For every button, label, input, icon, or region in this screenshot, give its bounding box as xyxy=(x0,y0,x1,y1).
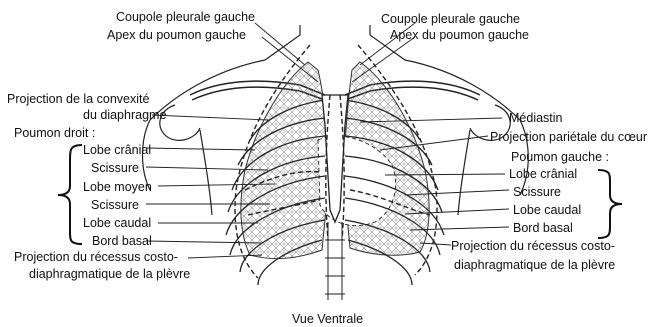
label-poumon-gauche: Poumon gauche : xyxy=(511,150,609,164)
label-recessus-right-2: diaphragmatique de la plèvre xyxy=(454,258,615,272)
label-recessus-left-1: Projection du récessus costo- xyxy=(14,250,178,264)
label-coupole-left: Coupole pleurale gauche xyxy=(116,10,255,24)
label-recessus-right-1: Projection du récessus costo- xyxy=(451,239,615,253)
label-convexite-2: du diaphragme xyxy=(83,108,166,122)
label-recessus-left-2: diaphragmatique de la plèvre xyxy=(29,267,190,281)
label-poumon-droit: Poumon droit : xyxy=(14,126,95,140)
brace-left xyxy=(58,145,82,244)
label-apex-left: Apex du poumon gauche xyxy=(107,28,246,42)
label-pd-lobe-moyen: Lobe moyen xyxy=(83,180,152,194)
label-pd-scissure-2: Scissure xyxy=(91,198,139,212)
label-mediastin: Médiastin xyxy=(509,111,563,125)
label-pg-lobe-cranial: Lobe crânial xyxy=(509,167,577,181)
label-pd-bord-basal: Bord basal xyxy=(92,234,152,248)
brace-right xyxy=(598,170,622,238)
label-pg-scissure: Scissure xyxy=(513,185,561,199)
label-pd-lobe-cranial: Lobe crânial xyxy=(83,143,151,157)
label-projection-coeur: Projection pariétale du cœur xyxy=(490,130,647,144)
label-pd-lobe-caudal: Lobe caudal xyxy=(83,216,151,230)
label-convexite-1: Projection de la convexité xyxy=(7,92,149,106)
label-pg-bord-basal: Bord basal xyxy=(513,221,573,235)
caption: Vue Ventrale xyxy=(292,312,363,326)
label-pd-scissure-1: Scissure xyxy=(91,161,139,175)
label-coupole-right: Coupole pleurale gauche xyxy=(381,12,520,26)
label-pg-lobe-caudal: Lobe caudal xyxy=(513,203,581,217)
label-apex-right: Apex du poumon gauche xyxy=(390,28,529,42)
